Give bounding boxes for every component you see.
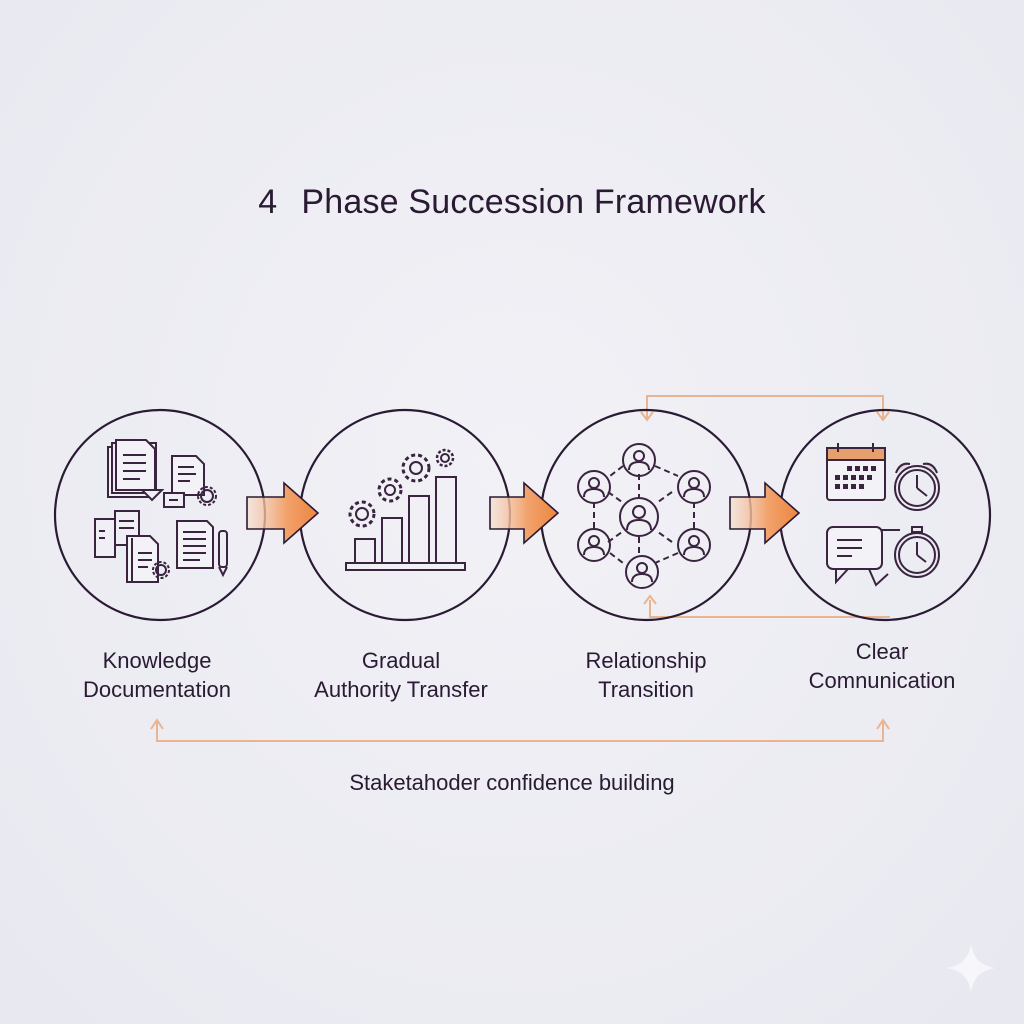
arrow-1-to-2 [246,481,320,545]
phase-3-label-line2: Transition [598,677,694,702]
diagram-title: 4 Phase Succession Framework [0,183,1024,222]
feedback-connector-middle [643,594,890,618]
phase-1-circle [53,408,267,622]
phase-4-circle [778,408,992,622]
title-number: 4 [258,183,278,221]
calendar-clock-chat-icon [826,443,940,587]
stakeholder-label: Staketahoder confidence building [349,770,675,795]
phase-2-label-line2: Authority Transfer [314,677,488,702]
phase-4-label: Clear Comnunication [762,637,1002,695]
phase-4-label-line2: Comnunication [808,668,956,693]
phase-1-label: Knowledge Documentation [37,646,277,704]
sparkle-icon [947,944,995,992]
stakeholder-connector [150,718,890,742]
phase-2-circle [298,408,512,622]
title-text: Phase Succession Framework [301,183,766,221]
phase-2-label-line1: Gradual [361,648,441,673]
phase-1-label-line2: Documentation [83,677,231,702]
phase-3-label: Relationship Transition [526,646,766,704]
bar-chart-gears-icon [345,448,466,571]
phase-4-label-line1: Clear [855,639,909,664]
arrow-2-to-3 [489,481,560,545]
phase-2-label: Gradual Authority Transfer [281,646,521,704]
phase-3-label-line1: Relationship [585,648,707,673]
people-network-icon [577,443,711,589]
arrow-3-to-4 [729,481,801,545]
phase-1-label-line1: Knowledge [102,648,212,673]
feedback-connector-top [640,395,890,422]
documents-gears-icon [94,439,228,583]
